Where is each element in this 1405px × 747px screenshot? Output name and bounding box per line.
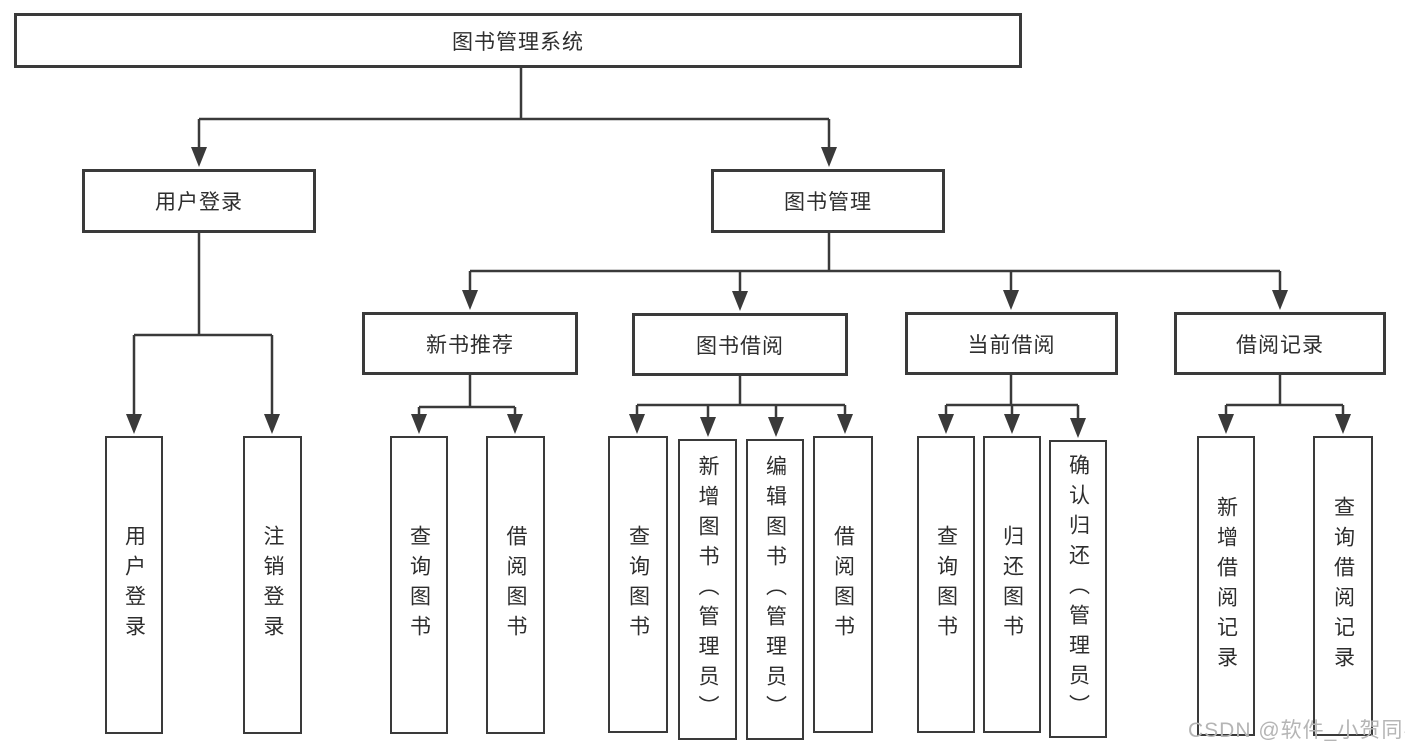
arrowhead-down-icon xyxy=(700,417,716,437)
node-logout: 注销登录 xyxy=(243,436,302,734)
node-query-books-current-label: 查询图书 xyxy=(934,524,958,645)
arrowhead-down-icon xyxy=(1070,418,1086,438)
arrowhead-down-icon xyxy=(732,291,748,311)
arrowhead-down-icon xyxy=(768,417,784,437)
node-confirm-return-admin: 确认归还（管理员） xyxy=(1049,440,1107,738)
node-add-borrow-record: 新增借阅记录 xyxy=(1197,436,1255,736)
node-edit-books-admin: 编辑图书（管理员） xyxy=(746,439,804,740)
node-library-system: 图书管理系统 xyxy=(14,13,1022,68)
node-user-login-label: 用户登录 xyxy=(122,525,146,645)
node-book-borrowing-label: 图书借阅 xyxy=(696,334,784,358)
arrowhead-down-icon xyxy=(411,414,427,434)
node-logout-label: 注销登录 xyxy=(261,525,285,645)
node-new-book-recommend: 新书推荐 xyxy=(362,312,578,375)
arrowhead-down-icon xyxy=(264,414,280,434)
arrowhead-down-icon xyxy=(821,147,837,167)
arrowhead-down-icon xyxy=(1004,414,1020,434)
node-borrowing-records-label: 借阅记录 xyxy=(1236,333,1324,357)
arrowhead-down-icon xyxy=(191,147,207,167)
arrowhead-down-icon xyxy=(1335,414,1351,434)
node-query-borrow-record: 查询借阅记录 xyxy=(1313,436,1373,736)
node-user-login-module-label: 用户登录 xyxy=(155,191,243,214)
node-book-borrowing: 图书借阅 xyxy=(632,313,848,376)
arrowhead-down-icon xyxy=(837,414,853,434)
node-query-books-recommend: 查询图书 xyxy=(390,436,448,734)
node-query-books-recommend-label: 查询图书 xyxy=(407,525,431,645)
node-user-login: 用户登录 xyxy=(105,436,163,734)
node-query-borrow-record-label: 查询借阅记录 xyxy=(1331,496,1355,676)
node-book-management-module: 图书管理 xyxy=(711,169,945,233)
node-current-borrowing: 当前借阅 xyxy=(905,312,1118,375)
node-book-management-module-label: 图书管理 xyxy=(784,191,872,214)
node-borrow-books-borrowing: 借阅图书 xyxy=(813,436,873,733)
node-borrowing-records: 借阅记录 xyxy=(1174,312,1386,375)
node-return-books: 归还图书 xyxy=(983,436,1041,733)
node-query-books-borrowing-label: 查询图书 xyxy=(626,524,650,645)
node-borrow-books-borrowing-label: 借阅图书 xyxy=(831,524,855,645)
node-query-books-current: 查询图书 xyxy=(917,436,975,733)
node-user-login-module: 用户登录 xyxy=(82,169,316,233)
node-add-borrow-record-label: 新增借阅记录 xyxy=(1214,496,1238,676)
watermark: CSDN @软件_小贺同学 xyxy=(1188,719,1405,742)
node-confirm-return-admin-label: 确认归还（管理员） xyxy=(1066,454,1090,724)
node-add-books-admin: 新增图书（管理员） xyxy=(678,439,737,740)
arrowhead-down-icon xyxy=(938,414,954,434)
node-edit-books-admin-label: 编辑图书（管理员） xyxy=(763,454,787,725)
arrowhead-down-icon xyxy=(462,290,478,310)
node-query-books-borrowing: 查询图书 xyxy=(608,436,668,733)
arrowhead-down-icon xyxy=(1003,290,1019,310)
arrowhead-down-icon xyxy=(1272,290,1288,310)
arrowhead-down-icon xyxy=(1218,414,1234,434)
node-add-books-admin-label: 新增图书（管理员） xyxy=(696,454,720,725)
node-new-book-recommend-label: 新书推荐 xyxy=(426,333,514,357)
arrowhead-down-icon xyxy=(629,414,645,434)
node-library-system-label: 图书管理系统 xyxy=(452,30,584,54)
node-borrow-books-recommend-label: 借阅图书 xyxy=(504,525,528,645)
arrowhead-down-icon xyxy=(507,414,523,434)
node-borrow-books-recommend: 借阅图书 xyxy=(486,436,545,734)
node-return-books-label: 归还图书 xyxy=(1000,524,1024,645)
arrowhead-down-icon xyxy=(126,414,142,434)
node-current-borrowing-label: 当前借阅 xyxy=(967,333,1056,357)
